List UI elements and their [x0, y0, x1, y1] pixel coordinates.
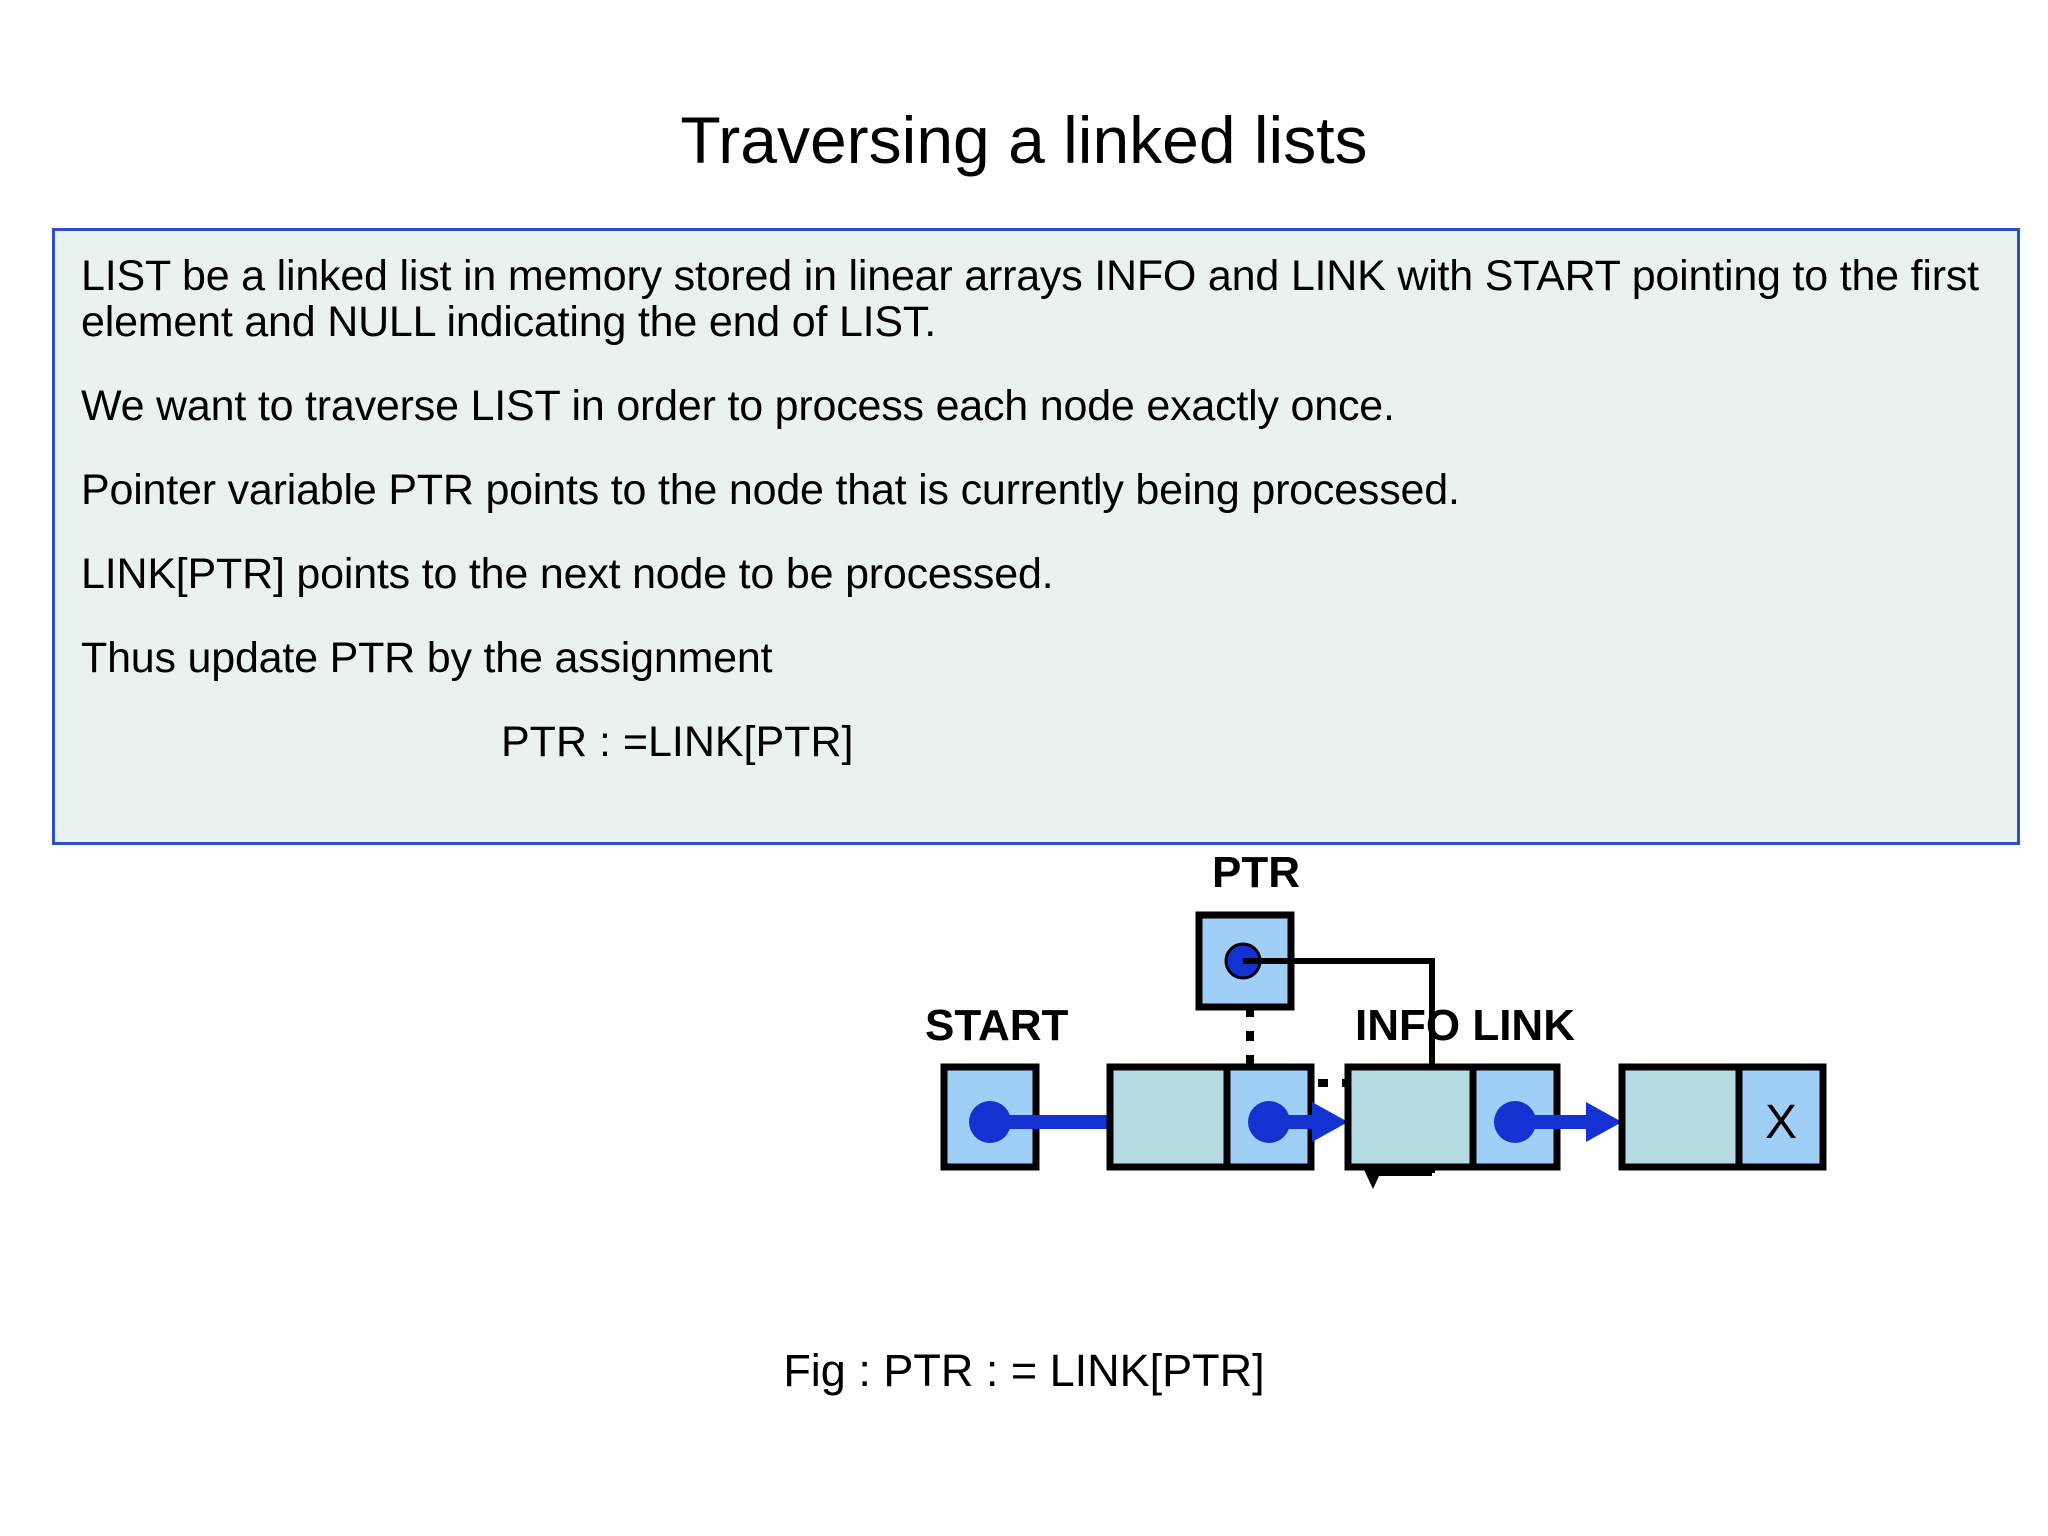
content-text-box: LIST be a linked list in memory stored i…: [52, 228, 2020, 845]
ptr-label: PTR: [1212, 848, 1300, 897]
assignment-expression: PTR : =LINK[PTR]: [501, 718, 854, 766]
paragraph-ptr: Pointer variable PTR points to the node …: [81, 466, 1460, 514]
node3-info-cell: [1618, 1063, 1743, 1171]
linked-list-diagram: PTR START INFO LINK: [0, 845, 2048, 1405]
info-link-label: INFO LINK: [1355, 1001, 1575, 1050]
paragraph-update: Thus update PTR by the assignment: [81, 634, 773, 682]
start-label: START: [925, 1001, 1069, 1050]
node3-link-cell: [1735, 1063, 1827, 1171]
null-marker-label: X: [1765, 1096, 1797, 1149]
figure-caption: Fig : PTR : = LINK[PTR]: [783, 1345, 1265, 1396]
arrowhead-node1-to-node2: [1312, 1102, 1348, 1142]
paragraph-definition: LIST be a linked list in memory stored i…: [81, 252, 1979, 346]
paragraph-linkptr: LINK[PTR] points to the next node to be …: [81, 550, 1054, 598]
node1-info-cell: [1106, 1063, 1231, 1171]
page-title: Traversing a linked lists: [680, 103, 1368, 177]
paragraph-traverse: We want to traverse LIST in order to pro…: [81, 382, 1395, 430]
node2-info-cell: [1344, 1063, 1477, 1171]
list-node: X: [1618, 1063, 1827, 1171]
arrowhead-node2-to-node3: [1586, 1102, 1622, 1142]
